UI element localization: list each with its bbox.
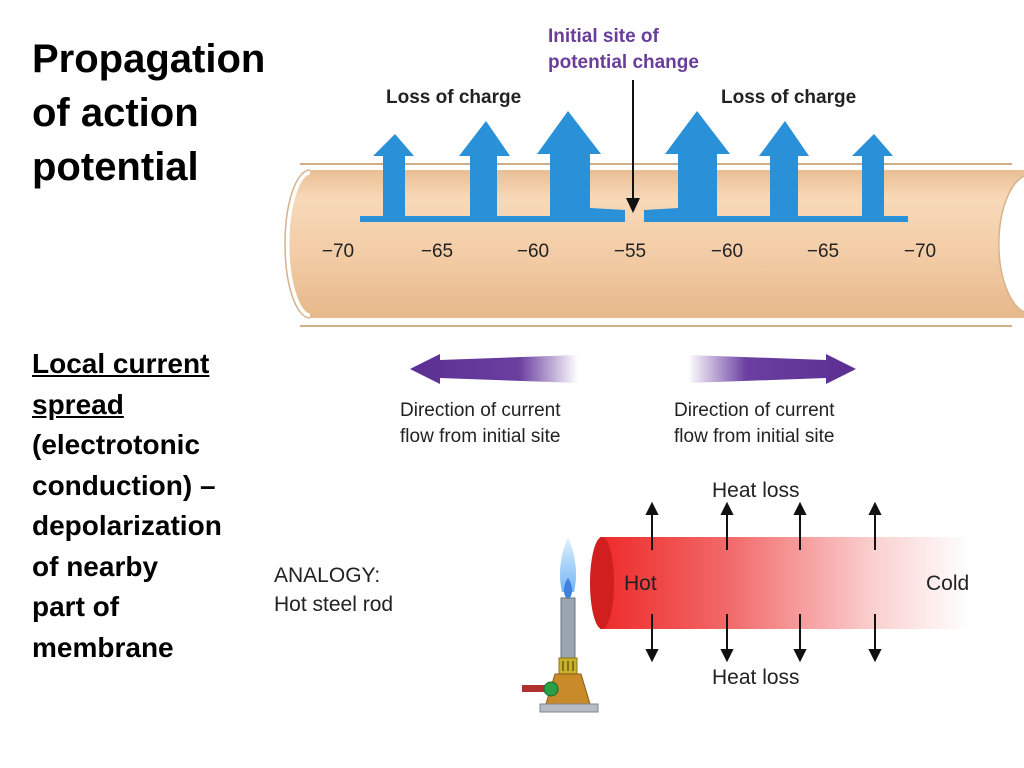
steel-rod-end: [590, 537, 614, 629]
description-line-1: (electrotonic: [32, 429, 201, 460]
slide-title: Propagation of action potential: [32, 32, 302, 194]
heat-loss-arrows: [645, 501, 882, 663]
current-direction-left-arrow: [410, 354, 578, 384]
heat-loss-bottom-label: Heat loss: [712, 666, 800, 689]
description-line-6: membrane: [32, 631, 174, 663]
title-line-3: potential: [32, 145, 199, 189]
axon-right-opening: [998, 176, 1024, 312]
steel-rod: [590, 537, 970, 629]
hot-label: Hot: [624, 572, 657, 595]
description-line-5: part of: [32, 591, 120, 622]
description-heading-line-1: Local current: [32, 348, 210, 379]
direction-left-label-line-1: Direction of current: [400, 400, 561, 421]
direction-right-label-line-2: flow from initial site: [674, 426, 835, 447]
charge-loss-arrow-left: [360, 111, 625, 222]
title-line-1: Propagation: [32, 37, 266, 81]
direction-left-label-line-2: flow from initial site: [400, 426, 561, 447]
description-line-2: conduction) –: [32, 469, 216, 501]
potential-value-3: −60: [517, 241, 549, 262]
loss-of-charge-left-label: Loss of charge: [386, 87, 521, 108]
analogy-label-line-1: ANALOGY:: [274, 564, 380, 587]
current-direction-right-arrow: [688, 354, 856, 384]
description-heading-line-2: spread: [32, 388, 124, 420]
potential-values: −70 −65 −60 −55 −60 −65 −70: [322, 241, 936, 262]
initial-site-label-line-1: Initial site of: [548, 26, 660, 47]
heat-loss-top-label: Heat loss: [712, 479, 800, 502]
bunsen-burner-icon: [522, 538, 599, 713]
description-text: Local current spread (electrotonic condu…: [32, 344, 272, 668]
initial-site-pointer: [626, 80, 640, 213]
title-line-2: of action: [32, 91, 199, 135]
direction-right-label-line-1: Direction of current: [674, 400, 835, 421]
cold-label: Cold: [926, 572, 969, 595]
potential-value-7: −70: [904, 241, 936, 262]
potential-value-5: −60: [711, 241, 743, 262]
charge-loss-arrow-right: [644, 111, 908, 222]
axon: [280, 163, 1024, 327]
potential-value-2: −65: [421, 241, 453, 262]
analogy-label-line-2: Hot steel rod: [274, 593, 393, 616]
potential-value-4: −55: [614, 241, 646, 262]
loss-of-charge-right-label: Loss of charge: [721, 87, 856, 108]
description-line-3: depolarization: [32, 510, 222, 541]
axon-body: [285, 170, 1024, 318]
charge-loss-arrows: [360, 111, 908, 222]
potential-value-6: −65: [807, 241, 839, 262]
description-line-4: of nearby: [32, 550, 159, 582]
initial-site-label-line-2: potential change: [548, 52, 699, 73]
potential-value-1: −70: [322, 241, 354, 262]
